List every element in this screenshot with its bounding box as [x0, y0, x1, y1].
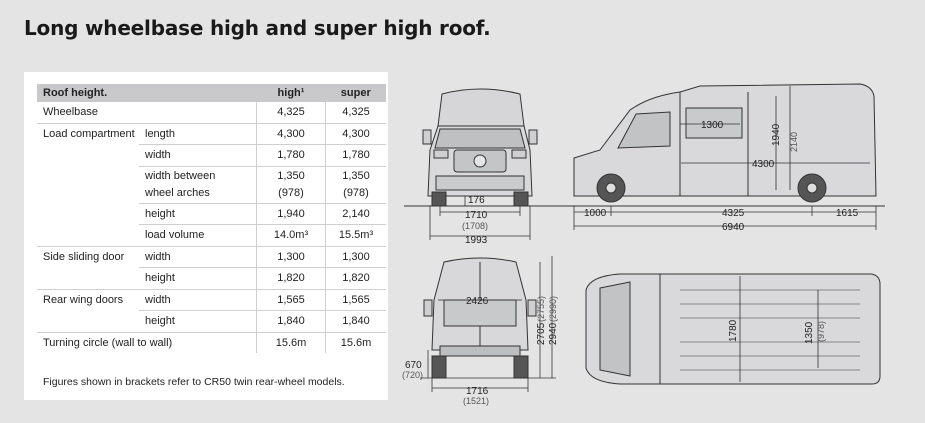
row-high: 15.6m [256, 331, 326, 353]
table-row: height 1,940 2,140 [37, 202, 386, 225]
row-super: 1,780 [325, 144, 386, 166]
dim-plan-arch-width-twin: (978) [816, 321, 826, 342]
table-row: height 1,820 1,820 [37, 267, 386, 289]
row-high: 1,820 [256, 267, 326, 289]
table-row: Wheelbase 4,325 4,325 [37, 102, 386, 123]
row-item: load volume [139, 224, 257, 246]
dim-rear-height-super: 2940 [548, 322, 559, 345]
front-dimensions [429, 196, 531, 240]
dim-side-height-high: 1940 [771, 123, 782, 146]
table-row: Rear wing doors width 1,565 1,565 [37, 288, 386, 311]
dim-side-load-length: 4300 [752, 159, 775, 170]
row-high: 1,840 [256, 310, 326, 332]
plan-dimensions [739, 276, 819, 382]
dim-front-track: 1710 [465, 210, 488, 221]
row-high: 1,940 [256, 202, 326, 225]
dim-front-track-twin: (1708) [462, 221, 488, 231]
table-row: height 1,840 1,840 [37, 310, 386, 332]
spec-table: Roof height. high¹ super Wheelbase 4,325… [37, 84, 386, 353]
dim-rear-height-super-twin: (2990) [548, 296, 558, 322]
dim-rear-height-high-twin: (2755) [536, 296, 546, 322]
row-high: 4,300 [256, 122, 326, 145]
row-group: Turning circle (wall to wall) [37, 331, 257, 353]
table-row: load volume 14.0m³ 15.5m³ [37, 224, 386, 246]
dim-rear-overhang: 1615 [836, 208, 859, 219]
row-super: 15.6m [325, 331, 386, 353]
dim-side-height-super: 2140 [789, 132, 799, 152]
rear-dimensions [420, 256, 556, 392]
row-item: height [139, 202, 257, 225]
row-item: width [139, 288, 257, 311]
table-row: width between wheel arches 1,350 (978) 1… [37, 165, 386, 203]
side-view-drawing [573, 83, 877, 203]
dim-rear-step: 670 [405, 360, 422, 371]
table-row: Load compartment length 4,300 4,300 [37, 122, 386, 145]
rear-view-drawing [423, 257, 537, 379]
row-super: 1,350 (978) [325, 165, 386, 203]
table-row: Turning circle (wall to wall) 15.6m 15.6… [37, 331, 386, 353]
row-item: length [139, 122, 257, 145]
row-group: Wheelbase [43, 106, 99, 119]
dim-rear-track: 1716 [466, 386, 489, 397]
spec-panel: Roof height. high¹ super Wheelbase 4,325… [24, 72, 388, 400]
row-item: width [139, 144, 257, 166]
table-row: Side sliding door width 1,300 1,300 [37, 245, 386, 268]
dim-front-width: 1993 [465, 235, 488, 246]
row-super: 2,140 [325, 202, 386, 225]
row-high: 1,565 [256, 288, 326, 311]
header-roof-height: Roof height. [37, 84, 257, 102]
side-dimensions [573, 86, 877, 230]
header-high: high¹ [256, 84, 326, 102]
row-high: 4,325 [256, 102, 326, 123]
table-row: width 1,780 1,780 [37, 144, 386, 166]
row-item: height [139, 310, 257, 332]
row-item: height [139, 267, 257, 289]
row-high: 1,780 [256, 144, 326, 166]
row-super: 1,820 [325, 267, 386, 289]
dim-plan-load-width: 1780 [728, 319, 739, 342]
dim-rear-track-twin: (1521) [463, 396, 489, 406]
row-high: 14.0m³ [256, 224, 326, 246]
front-view-drawing [422, 88, 538, 207]
row-group: Load compartment [37, 122, 139, 145]
row-super: 1,300 [325, 245, 386, 268]
row-high: 1,350 (978) [256, 165, 326, 203]
plan-view-drawing [585, 273, 881, 385]
page-title: Long wheelbase high and super high roof. [24, 16, 491, 40]
footnote: Figures shown in brackets refer to CR50 … [43, 376, 345, 388]
dim-front-clearance: 176 [468, 195, 485, 206]
dim-plan-arch-width: 1350 [804, 321, 815, 344]
dim-overall-length: 6940 [722, 222, 745, 233]
dim-rear-height-high: 2705 [536, 322, 547, 345]
row-group: Side sliding door [37, 245, 139, 268]
dim-wheelbase: 4325 [722, 208, 745, 219]
header-super: super [325, 84, 386, 102]
dim-rear-step-twin: (720) [402, 370, 423, 380]
row-item: width [139, 245, 257, 268]
table-header-row: Roof height. high¹ super [37, 84, 386, 102]
row-super: 1,840 [325, 310, 386, 332]
dim-side-door-width: 1300 [701, 120, 724, 131]
row-super: 4,300 [325, 122, 386, 145]
row-super: 1,565 [325, 288, 386, 311]
row-item: width between wheel arches [139, 165, 257, 203]
row-group: Rear wing doors [37, 288, 139, 311]
row-super: 4,325 [325, 102, 386, 123]
row-super: 15.5m³ [325, 224, 386, 246]
dim-front-overhang: 1000 [584, 208, 607, 219]
row-high: 1,300 [256, 245, 326, 268]
dim-rear-door-width: 2426 [466, 296, 489, 307]
